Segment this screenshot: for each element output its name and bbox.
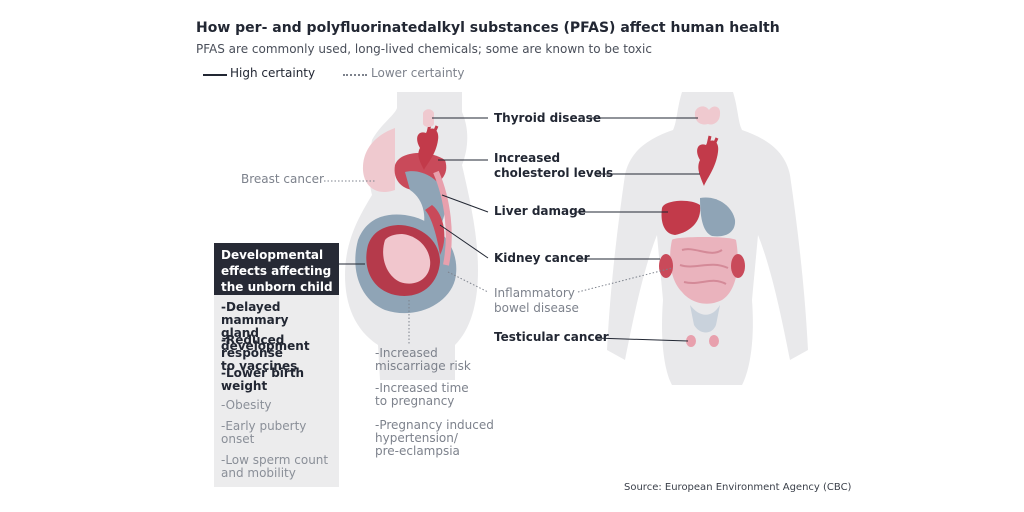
legend-high-label: High certainty bbox=[230, 66, 316, 80]
developmental-effects-header: Developmental effects affecting the unbo… bbox=[214, 243, 339, 295]
diagram-title: How per- and polyfluorinatedalkyl substa… bbox=[196, 20, 780, 36]
source-note: Source: European Environment Agency (CBC… bbox=[624, 482, 852, 493]
connector-lines bbox=[324, 117, 700, 344]
dev-item-mammary: -Delayed mammary gland development bbox=[221, 300, 310, 353]
male-organs bbox=[659, 106, 745, 347]
pregnancy-item-hypertension: -Pregnancy induced hypertension/ pre-ecl… bbox=[375, 418, 494, 458]
diagram-subtitle: PFAS are commonly used, long-lived chemi… bbox=[196, 42, 652, 56]
dev-item-sperm-count: -Low sperm count and mobility bbox=[221, 453, 329, 480]
developmental-effects-heading: Developmental effects affecting the unbo… bbox=[221, 248, 333, 294]
label-breast-cancer: Breast cancer bbox=[241, 172, 324, 186]
dev-item-early-puberty: -Early puberty onset bbox=[221, 419, 307, 446]
label-ibd-line1: Inflammatory bbox=[494, 286, 575, 300]
label-thyroid-disease: Thyroid disease bbox=[494, 111, 601, 125]
label-kidney-cancer: Kidney cancer bbox=[494, 251, 590, 265]
label-ibd-line2: bowel disease bbox=[494, 301, 579, 315]
dev-item-birth-weight: -Lower birth weight bbox=[221, 366, 305, 393]
legend-high-line bbox=[203, 74, 227, 76]
female-organs bbox=[355, 153, 457, 314]
label-testicular-cancer: Testicular cancer bbox=[494, 330, 609, 344]
female-thyroid bbox=[423, 109, 434, 127]
label-increased-cholesterol-line2: cholesterol levels bbox=[494, 166, 614, 180]
pregnancy-item-miscarriage: -Increased miscarriage risk bbox=[375, 346, 471, 373]
legend-low-line bbox=[343, 74, 367, 76]
label-liver-damage: Liver damage bbox=[494, 204, 586, 218]
legend-low-label: Lower certainty bbox=[371, 66, 465, 80]
dev-item-obesity: -Obesity bbox=[221, 398, 272, 412]
pregnancy-item-time-to-pregnancy: -Increased time to pregnancy bbox=[375, 381, 469, 408]
developmental-effects-box: Developmental effects affecting the unbo… bbox=[214, 243, 339, 487]
label-increased-cholesterol-line1: Increased bbox=[494, 151, 561, 165]
dev-item-vaccines: -Reduced response to vaccines bbox=[221, 333, 298, 373]
